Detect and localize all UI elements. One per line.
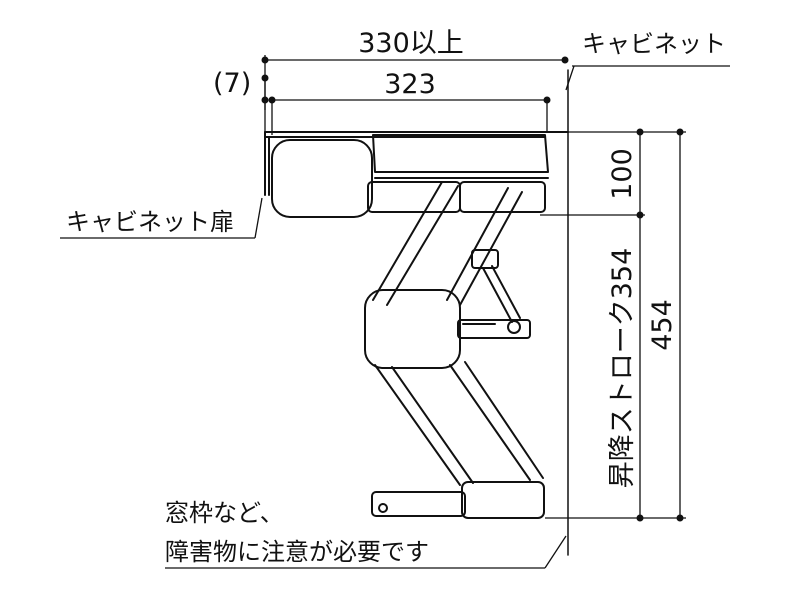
gas-spring-rod-a — [482, 267, 513, 323]
cabinet-door-label: キャビネット扉 — [66, 208, 234, 236]
dim-7-label: (7) — [213, 68, 251, 99]
dot-330-left — [261, 56, 269, 64]
dim-454-label: 454 — [647, 299, 678, 351]
lower-shelf — [461, 481, 545, 519]
upper-arm-front-outer — [446, 187, 509, 301]
lower-base-hole — [378, 503, 388, 513]
dimension-terminals — [261, 56, 684, 522]
dot-100-top — [636, 128, 644, 136]
labels: 330以上 323 (7) キャビネット キャビネット扉 窓枠など、 障害物に注… — [66, 28, 726, 566]
upper-arm-rear-outer — [372, 181, 443, 301]
dot-354-bottom — [636, 514, 644, 522]
lower-base-plate — [371, 491, 466, 517]
dot-323-right — [543, 96, 551, 104]
upper-arm-front-inner — [459, 191, 523, 306]
top-shelf-stored — [271, 139, 373, 218]
upper-slide-end — [459, 181, 546, 213]
dot-7-top — [261, 74, 269, 82]
upper-mount-bracket — [372, 134, 549, 173]
middle-plate — [457, 319, 531, 339]
dimension-lines — [60, 55, 730, 569]
middle-shelf — [364, 289, 461, 369]
cabinet-label: キャビネット — [582, 30, 726, 58]
lower-arm-front-inner — [464, 361, 544, 479]
dim-330-label: 330以上 — [358, 28, 464, 59]
mechanism-drawing — [264, 69, 569, 556]
dim-354-label: 昇降ストローク354 — [607, 248, 638, 489]
dot-7-bottom — [261, 96, 269, 104]
lower-arm-front-outer — [449, 364, 531, 481]
dot-100-bottom — [636, 211, 644, 219]
lower-arm-rear-inner — [391, 366, 474, 484]
dot-330-right — [561, 56, 569, 64]
caution-leader-d — [544, 535, 567, 569]
dot-323-left — [268, 96, 276, 104]
lower-arm-rear-outer — [374, 364, 461, 486]
gas-spring-rod-b — [491, 265, 521, 319]
dot-454-bottom — [676, 514, 684, 522]
caution-line2: 障害物に注意が必要です — [165, 538, 429, 566]
upper-arm-rear-inner — [386, 185, 459, 306]
dim-100-label: 100 — [607, 148, 638, 200]
gas-spring-collar — [471, 249, 499, 269]
cabinet-leader-d — [565, 65, 575, 91]
dot-454-top — [676, 128, 684, 136]
door-leader-d — [254, 197, 263, 239]
caution-line1: 窓枠など、 — [165, 499, 284, 527]
dim-323-label: 323 — [384, 69, 436, 100]
middle-pivot-bolt — [507, 320, 521, 334]
